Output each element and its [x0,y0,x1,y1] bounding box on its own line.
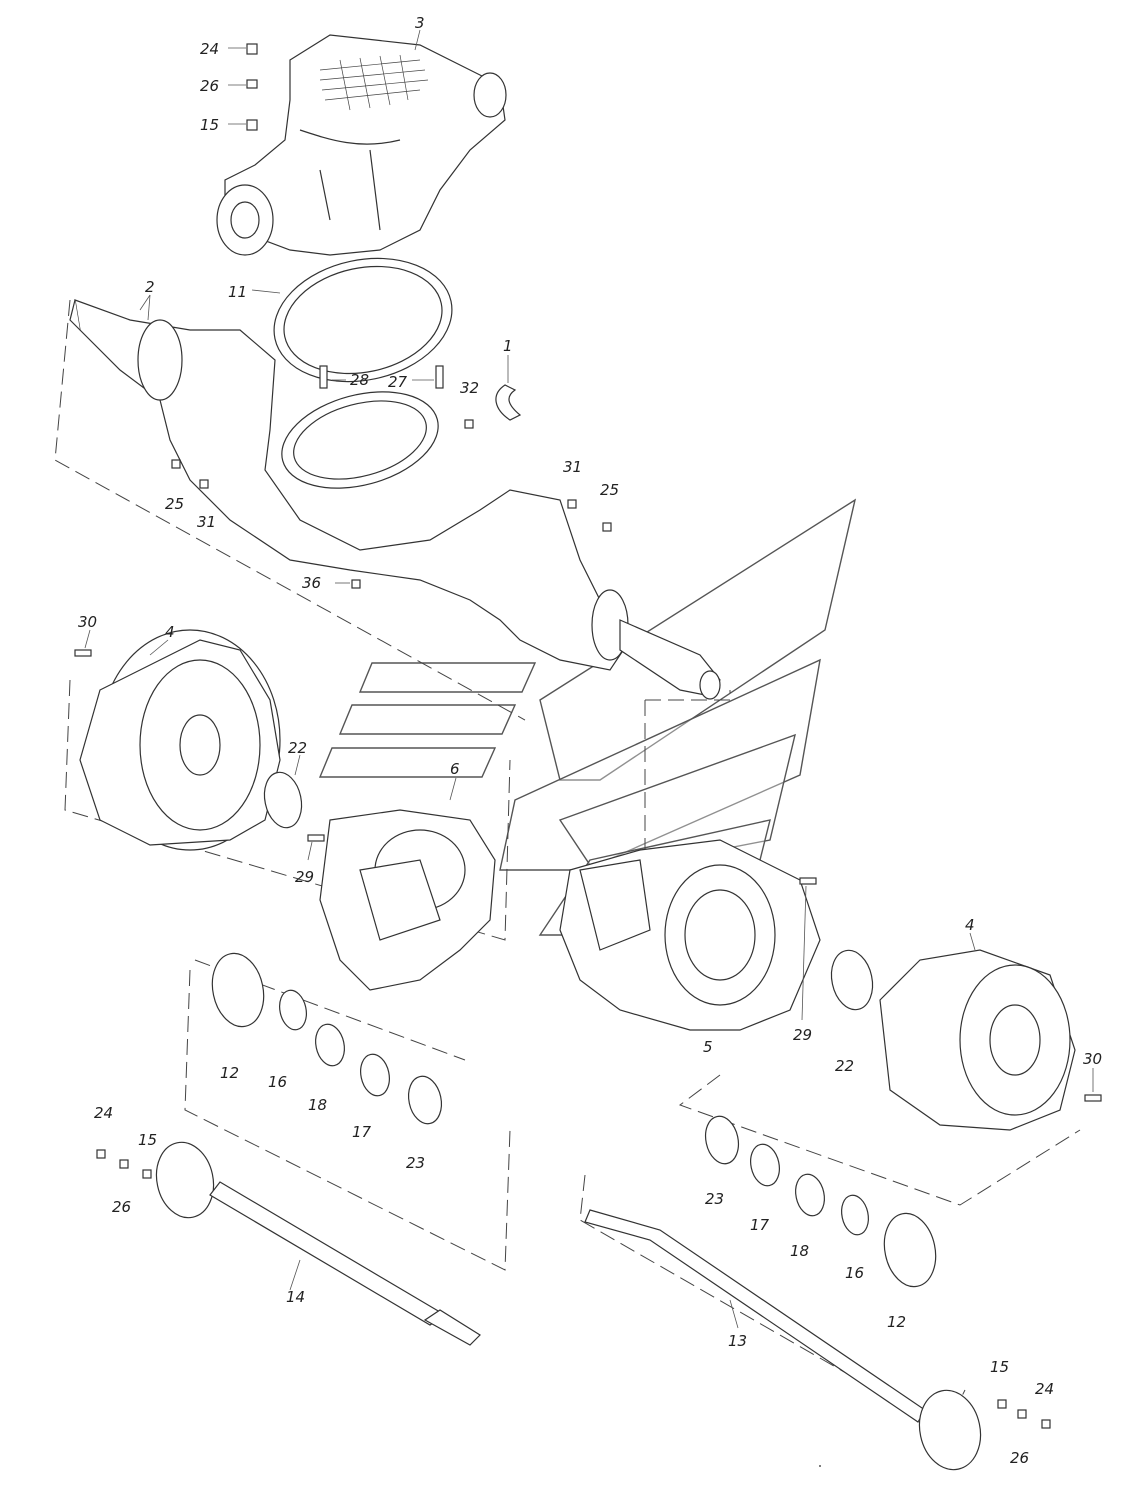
callout-label: 6 [450,760,460,778]
callout-label: 22 [835,1057,854,1075]
callout-labels: 3 24 26 15 2 11 1 28 27 32 25 31 31 25 3… [78,14,1102,1467]
leader-lines [84,29,1094,1329]
callout-label: 18 [790,1242,809,1260]
callout-label: 1 [503,337,513,355]
callout-label: 28 [350,371,369,389]
callout-label: 22 [288,739,307,757]
callout-label: 12 [220,1064,239,1082]
left-brake-drum [79,629,281,851]
callout-label: 2 [145,278,155,296]
callout-label: 29 [793,1026,812,1044]
callout-label: 17 [352,1123,372,1141]
callout-label: 5 [703,1038,713,1056]
callout-label: 27 [388,373,408,391]
callout-label: 16 [268,1073,287,1091]
callout-label: 23 [705,1190,724,1208]
callout-label: 14 [286,1288,305,1306]
callout-label: 26 [1010,1449,1029,1467]
callout-label: 11 [228,283,247,301]
callout-label: 32 [460,379,479,397]
callout-label: 4 [965,916,975,934]
callout-label: 25 [600,481,619,499]
callout-label: 17 [750,1216,770,1234]
callout-label: 24 [1035,1380,1054,1398]
left-hub-parts [211,771,443,1125]
callout-label: 24 [94,1104,113,1122]
callout-label: 31 [563,458,582,476]
callout-label: 26 [112,1198,131,1216]
callout-label: 36 [302,574,321,592]
callout-label: 4 [165,623,175,641]
callout-label: 23 [406,1154,425,1172]
right-brake-drum [879,949,1076,1131]
left-half-shaft [155,1141,481,1346]
right-half-shaft [584,1209,982,1471]
callout-label: 15 [200,116,219,134]
callout-label: 24 [200,40,219,58]
callout-label: 16 [845,1264,864,1282]
callout-label: 30 [1083,1050,1102,1068]
callout-label: 31 [197,513,216,531]
stray-dot [819,1465,821,1467]
right-brake-mechanism [559,839,821,1031]
fasteners [74,43,1102,1429]
callout-label: 25 [165,495,184,513]
callout-label: 26 [200,77,219,95]
callout-label: 18 [308,1096,327,1114]
callout-label: 13 [728,1332,747,1350]
callout-label: 15 [990,1358,1009,1376]
callout-label: 15 [138,1131,157,1149]
axle-housing-beam [69,299,721,700]
left-brake-mechanism [319,809,496,991]
callout-label: 3 [415,14,425,32]
callout-label: 30 [78,613,97,631]
callout-label: 29 [295,868,314,886]
callout-label: 12 [887,1313,906,1331]
right-hub-parts [704,949,937,1288]
gasket-ring [273,257,453,383]
main-reducer-housing [216,34,507,256]
